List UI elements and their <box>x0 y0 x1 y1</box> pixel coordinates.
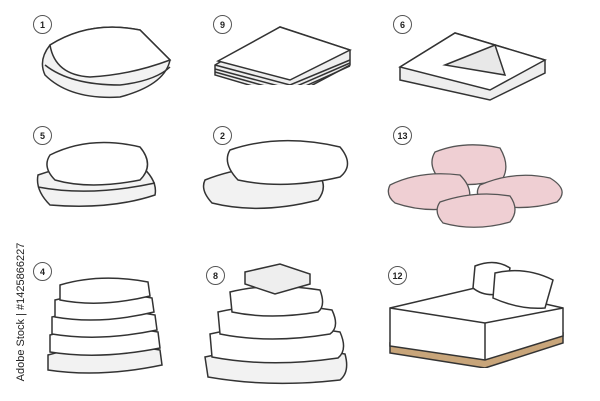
folded-sheets-illustration <box>214 26 352 85</box>
item-number-badge: 13 <box>393 126 412 145</box>
towel-stack-illustration <box>47 277 163 374</box>
watermark: Adobe Stock | #1425866227 <box>15 242 27 382</box>
folded-sheet-illustration <box>398 32 547 101</box>
two-pillows-illustration <box>202 139 349 210</box>
item-number-badge: 1 <box>33 15 52 34</box>
item-number-badge: 5 <box>33 126 52 145</box>
folded-blanket-illustration <box>41 26 172 99</box>
pink-pillows-illustration <box>387 144 563 228</box>
pillow-duvet-illustration <box>36 141 157 207</box>
item-number-badge: 2 <box>213 126 232 145</box>
item-number-badge: 4 <box>33 262 52 281</box>
item-number-badge: 9 <box>213 15 232 34</box>
item-number-badge: 8 <box>206 266 225 285</box>
bed-illustration <box>389 261 564 368</box>
item-number-badge: 12 <box>388 266 407 285</box>
pillow-stack-illustration <box>204 263 348 385</box>
item-number-badge: 6 <box>393 15 412 34</box>
